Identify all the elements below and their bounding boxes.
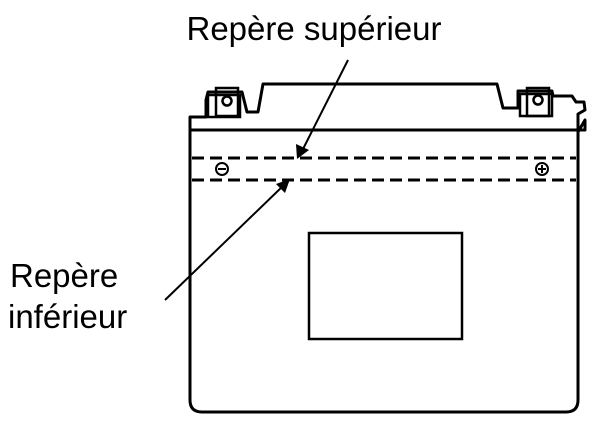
- battery-body: [188, 130, 580, 414]
- upper-mark-leader: [300, 59, 349, 154]
- lower-mark-leader: [164, 184, 285, 301]
- minus-circle-icon: [215, 162, 229, 176]
- upper-mark-label: Repère supérieur: [187, 10, 442, 47]
- battery-label-plate: [307, 231, 464, 341]
- lower-mark-label-line2: inférieur: [8, 298, 127, 335]
- terminal-icon: [518, 86, 554, 118]
- lower-mark-arrowhead: [276, 179, 290, 193]
- lower-mark-label-line1: Repère: [10, 257, 118, 294]
- upper-mark-arrowhead: [296, 144, 309, 159]
- plus-circle-icon: [535, 162, 549, 176]
- terminal-icon: [206, 86, 242, 119]
